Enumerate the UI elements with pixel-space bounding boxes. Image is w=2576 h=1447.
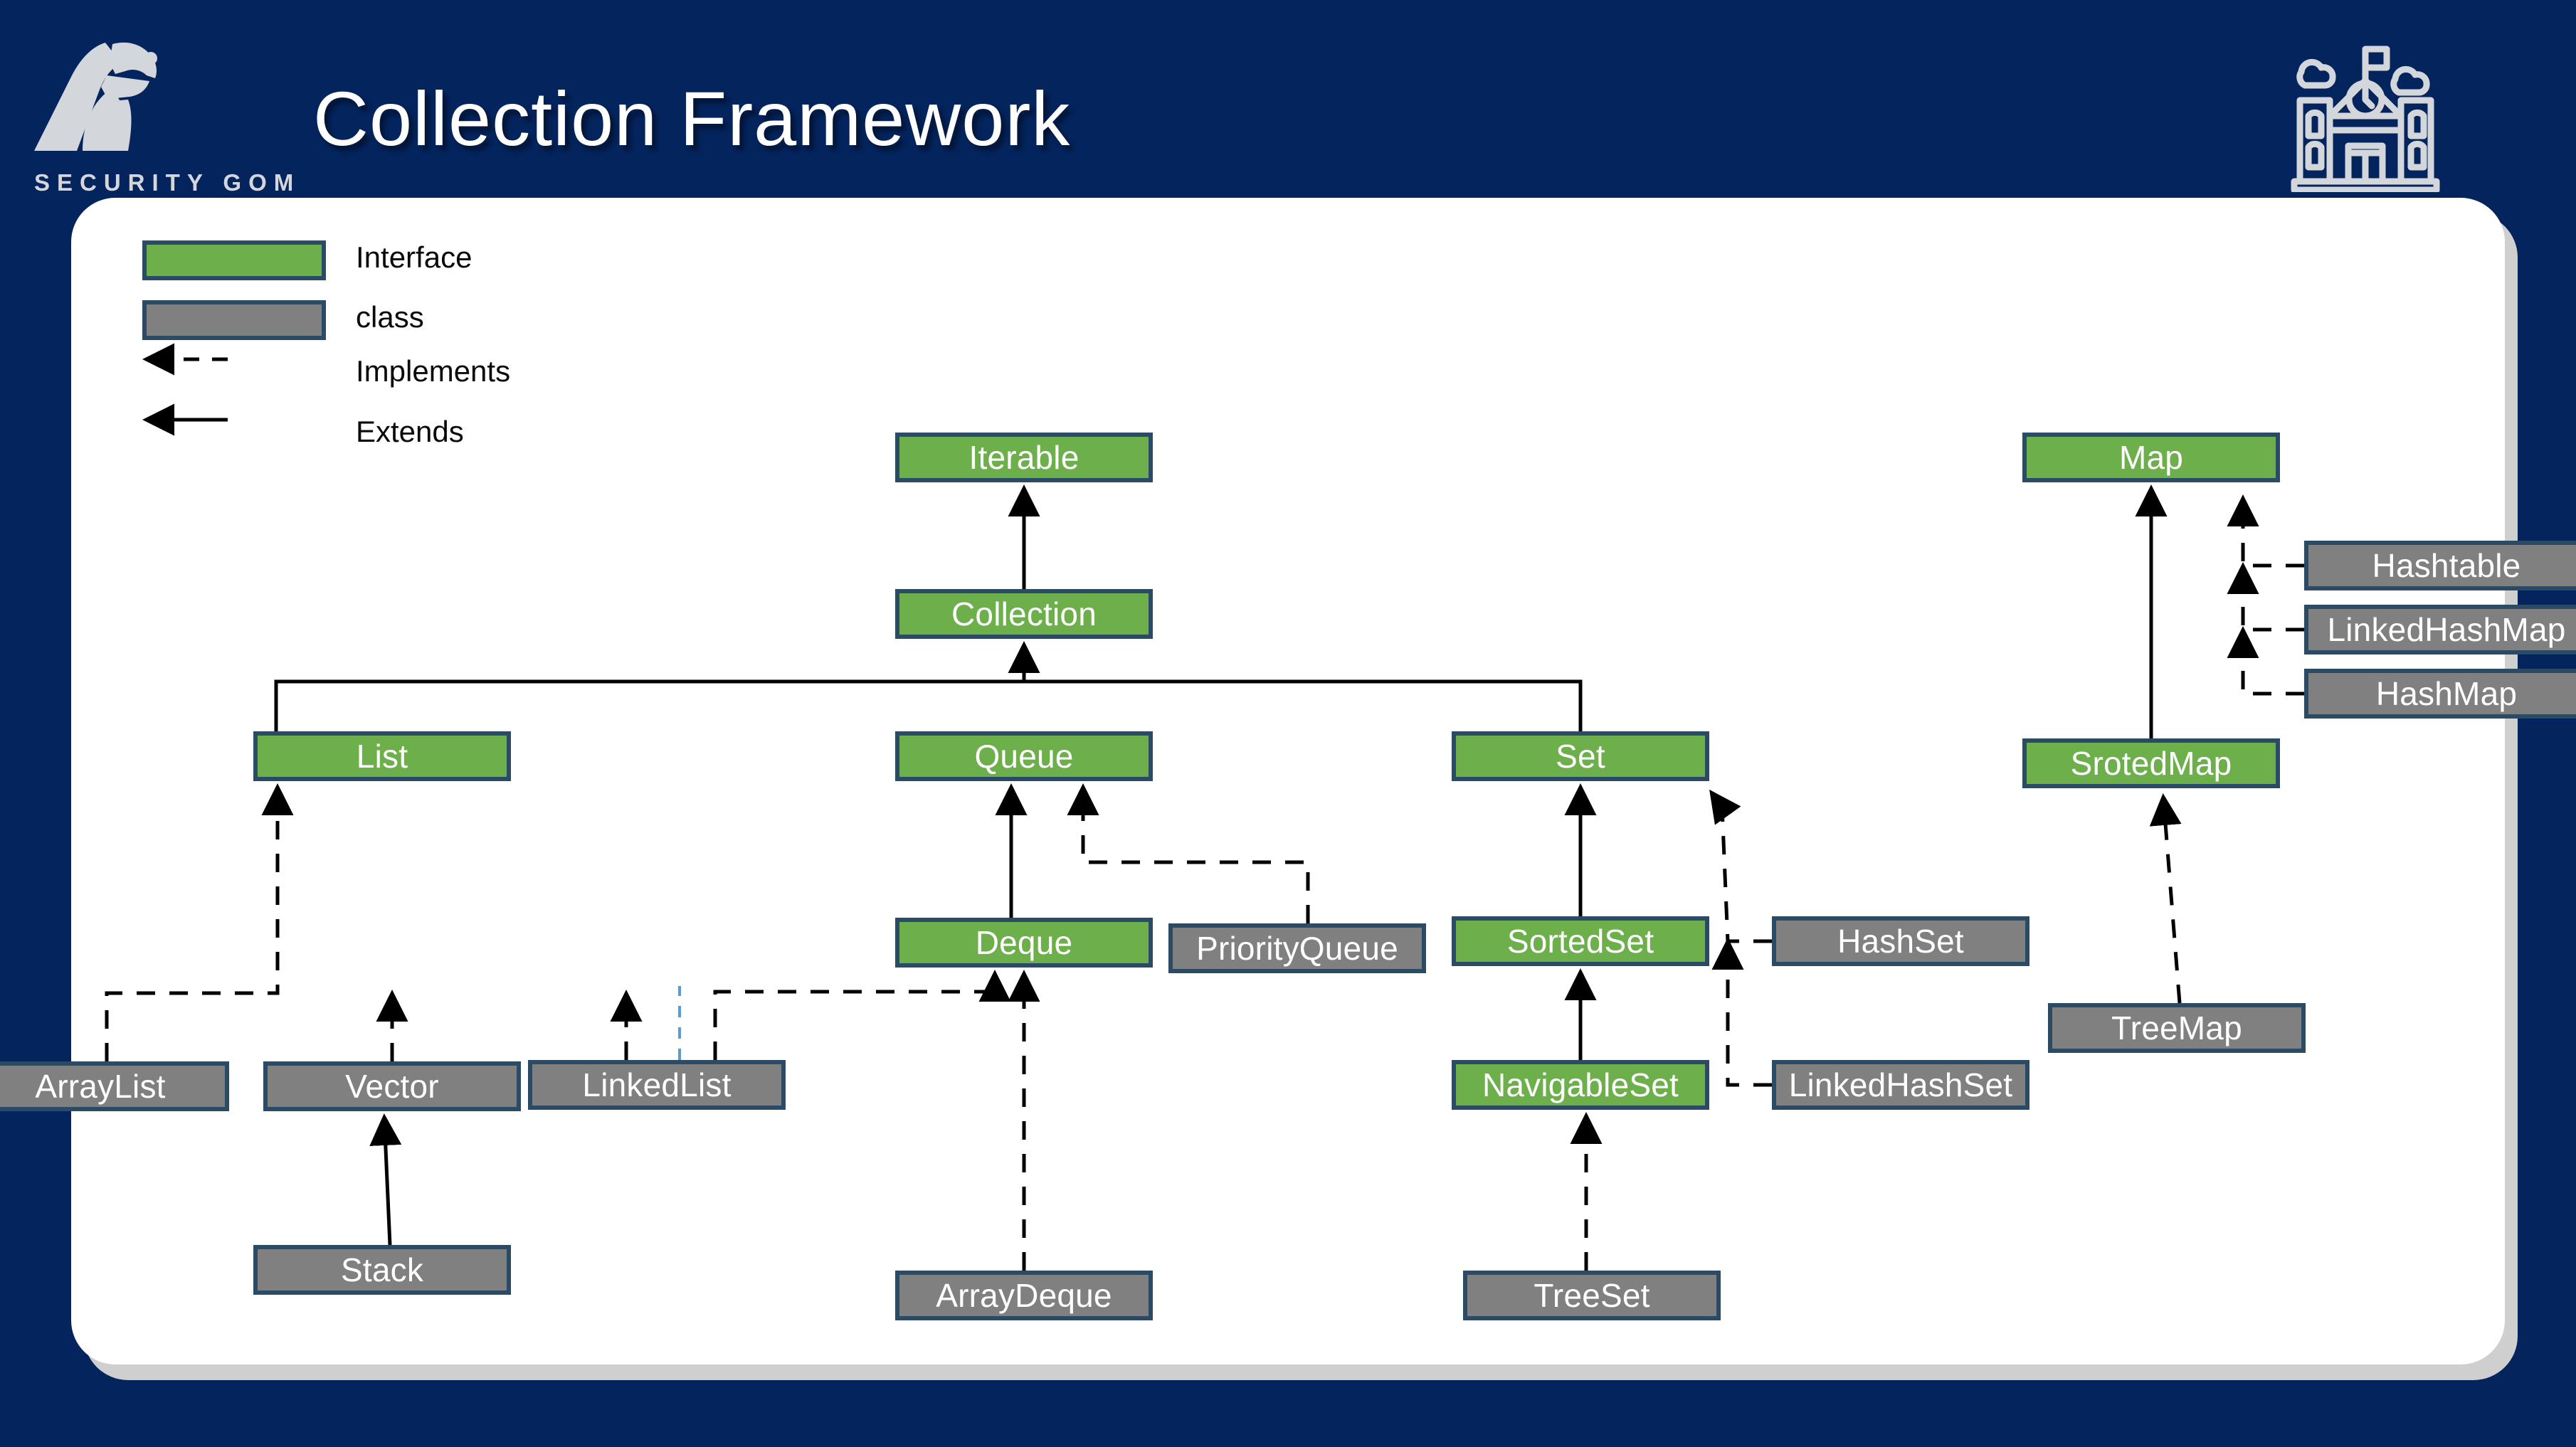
edge-arraylist-list: [105, 783, 294, 1061]
node-stack[interactable]: Stack: [253, 1245, 511, 1295]
node-deque[interactable]: Deque: [895, 918, 1153, 968]
node-hashset[interactable]: HashSet: [1772, 916, 2029, 966]
node-arraylist[interactable]: ArrayList: [0, 1061, 229, 1111]
node-priorityqueue[interactable]: PriorityQueue: [1168, 923, 1426, 973]
node-vector[interactable]: Vector: [263, 1061, 521, 1111]
node-map[interactable]: Map: [2022, 433, 2280, 482]
node-linkedhashset[interactable]: LinkedHashSet: [1772, 1060, 2029, 1110]
node-label: PriorityQueue: [1196, 930, 1398, 967]
legend-label-class: class: [356, 300, 424, 334]
legend-label-extends: Extends: [356, 415, 464, 448]
legend-swatch-interface: [142, 240, 326, 280]
edge-linkedhashmap-map: [2227, 562, 2304, 632]
node-label: ArrayList: [35, 1068, 166, 1105]
panther-logo-icon: SECURITY GOM: [21, 37, 293, 196]
node-queue[interactable]: Queue: [895, 731, 1153, 781]
node-linkedlist[interactable]: LinkedList: [528, 1060, 786, 1110]
node-hashtable[interactable]: Hashtable: [2304, 541, 2576, 590]
edge-hashset-set: [1709, 789, 1772, 943]
school-building-icon: [2277, 39, 2455, 194]
node-label: List: [356, 738, 408, 775]
brand-wordmark: SECURITY GOM: [34, 169, 301, 196]
node-label: ArrayDeque: [936, 1277, 1112, 1314]
node-label: LinkedList: [582, 1066, 732, 1103]
node-label: Vector: [345, 1068, 439, 1105]
edge-linkedlist-deque: [713, 970, 1011, 1060]
node-srotedmap[interactable]: SrotedMap: [2022, 738, 2280, 788]
node-label: Collection: [951, 595, 1097, 632]
legend-swatch-class: [142, 300, 326, 340]
edge-stack-vector: [369, 1113, 402, 1246]
edge-hashtable-map: [2227, 494, 2304, 568]
node-label: HashMap: [2375, 675, 2518, 712]
node-label: LinkedHashSet: [1788, 1066, 2013, 1103]
node-hashmap[interactable]: HashMap: [2304, 669, 2576, 719]
node-linkedhashmap[interactable]: LinkedHashMap: [2304, 605, 2576, 654]
node-label: SrotedMap: [2070, 745, 2232, 782]
edge-trunk-collection-children: [274, 679, 1583, 731]
legend-label-interface: Interface: [356, 240, 473, 274]
node-set[interactable]: Set: [1452, 731, 1709, 781]
node-list[interactable]: List: [253, 731, 511, 781]
node-collection[interactable]: Collection: [895, 589, 1153, 639]
node-label: HashSet: [1837, 923, 1964, 960]
node-label: LinkedHashMap: [2327, 611, 2566, 648]
node-label: TreeSet: [1534, 1277, 1650, 1314]
node-label: Stack: [340, 1251, 424, 1288]
edge-hashmap-map: [2227, 626, 2304, 696]
page-title: Collection Framework: [313, 75, 1071, 161]
edge-priorityqueue-queue: [1067, 783, 1310, 923]
node-label: Map: [2118, 439, 2184, 476]
edge-treemap-srotedmap: [2149, 793, 2182, 1004]
node-label: Queue: [974, 738, 1074, 775]
legend-label-implements: Implements: [356, 354, 511, 388]
node-treeset[interactable]: TreeSet: [1463, 1271, 1721, 1320]
node-sortedset[interactable]: SortedSet: [1452, 916, 1709, 966]
node-label: Iterable: [968, 439, 1080, 476]
node-navigableset[interactable]: NavigableSet: [1452, 1060, 1709, 1110]
node-label: Set: [1556, 738, 1605, 775]
node-treemap[interactable]: TreeMap: [2048, 1003, 2306, 1053]
node-label: TreeMap: [2111, 1009, 2242, 1046]
node-label: NavigableSet: [1482, 1066, 1679, 1103]
node-label: Deque: [975, 924, 1073, 961]
node-iterable[interactable]: Iterable: [895, 433, 1153, 482]
edge-linkedhashset-set: [1711, 938, 1772, 1087]
node-label: SortedSet: [1506, 923, 1654, 960]
node-arraydeque[interactable]: ArrayDeque: [895, 1271, 1153, 1320]
node-label: Hashtable: [2372, 547, 2521, 584]
